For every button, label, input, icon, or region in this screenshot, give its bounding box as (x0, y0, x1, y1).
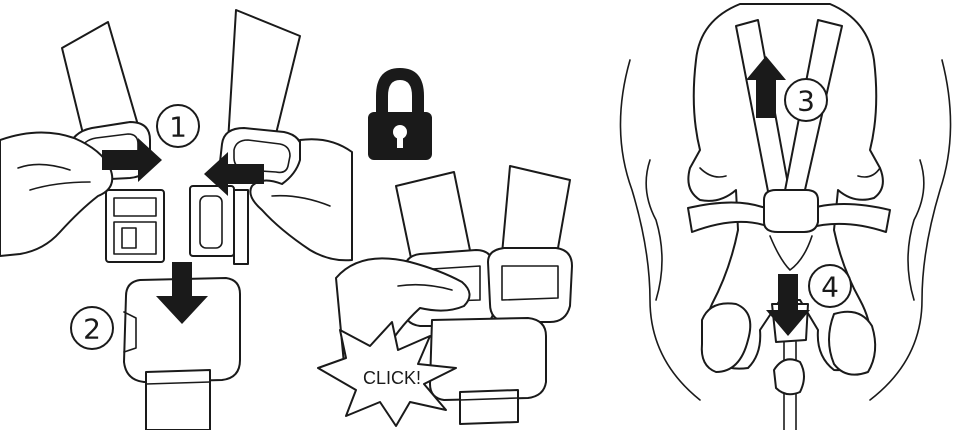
step-number: 4 (821, 271, 839, 304)
panel-push-down: 2 (71, 262, 240, 430)
step-4-marker: 4 (809, 265, 851, 307)
panel-insert-tongues: 1 (0, 10, 352, 264)
panel-locked: CLICK! (318, 68, 572, 426)
right-foot (829, 312, 875, 375)
left-hand (0, 132, 112, 256)
step-number: 3 (797, 85, 815, 118)
chest-clip-locked (430, 318, 546, 400)
step-number: 2 (83, 313, 101, 346)
car-seat-shell-left (620, 60, 700, 400)
click-label: CLICK! (363, 368, 421, 388)
panel-tighten-harness: 3 4 (620, 4, 950, 430)
padlock-icon (368, 68, 432, 160)
chest-clip (764, 190, 818, 232)
step-1-marker: 1 (157, 105, 199, 147)
step-3-marker: 3 (785, 79, 827, 121)
step-2-marker: 2 (71, 307, 113, 349)
step-number: 1 (169, 111, 187, 144)
